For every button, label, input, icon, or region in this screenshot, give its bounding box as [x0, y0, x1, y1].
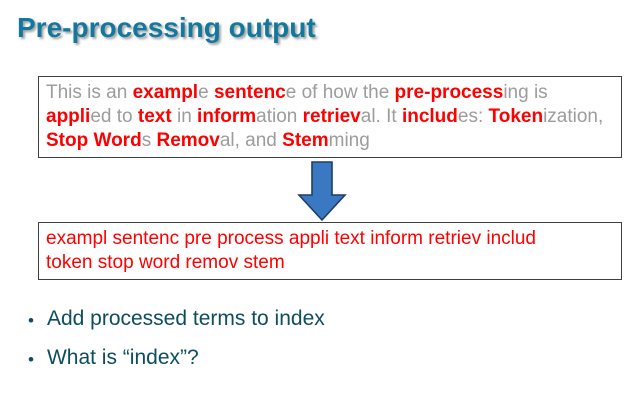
plain-text: ing is — [503, 82, 548, 103]
plain-text: s — [141, 130, 157, 151]
stemmed-term: retriev — [302, 106, 361, 127]
plain-text: ming — [328, 130, 370, 151]
stemmed-term: Remov — [156, 130, 220, 151]
plain-text: ation — [256, 106, 303, 127]
stemmed-term: includ — [401, 106, 458, 127]
plain-text: ed to — [90, 106, 138, 127]
plain-text: e — [198, 82, 214, 103]
stemmed-term: Token — [488, 106, 544, 127]
plain-text: ization, — [543, 106, 604, 127]
plain-text: es: — [457, 106, 489, 127]
stemmed-term: exampl — [132, 82, 199, 103]
stemmed-term: sentenc — [213, 82, 286, 103]
stemmed-term: inform — [197, 106, 257, 127]
stemmed-term: appli — [46, 106, 91, 127]
plain-text: This is an — [46, 82, 133, 103]
stemmed-term: Stop Word — [46, 130, 142, 151]
stemmed-term: pre-process — [394, 82, 504, 103]
plain-text: e of how the — [285, 82, 395, 103]
preprocessing-input-box: This is an example sentence of how the p… — [38, 76, 622, 158]
bullet-text: Add processed terms to index — [46, 307, 325, 330]
bullet-icon: • — [28, 311, 34, 330]
list-item: • Add processed terms to index — [28, 306, 325, 334]
stemmed-term: text — [137, 106, 172, 127]
bullet-list: • Add processed terms to index • What is… — [28, 306, 325, 384]
plain-text: al, and — [219, 130, 283, 151]
bullet-icon: • — [28, 350, 34, 369]
stemmed-term: Stem — [282, 130, 329, 151]
output-line: exampl sentenc pre process appli text in… — [46, 228, 537, 249]
page-title: Pre-processing output — [17, 12, 316, 43]
down-arrow-icon — [293, 161, 351, 222]
list-item: • What is “index”? — [28, 345, 325, 373]
bullet-text: What is “index”? — [46, 346, 199, 369]
plain-text: in — [171, 106, 198, 127]
output-line: token stop word remov stem — [46, 252, 285, 273]
plain-text: al. It — [360, 106, 402, 127]
down-arrow-graphic — [297, 161, 347, 222]
preprocessing-output-box: exampl sentenc pre process appli text in… — [38, 222, 622, 280]
